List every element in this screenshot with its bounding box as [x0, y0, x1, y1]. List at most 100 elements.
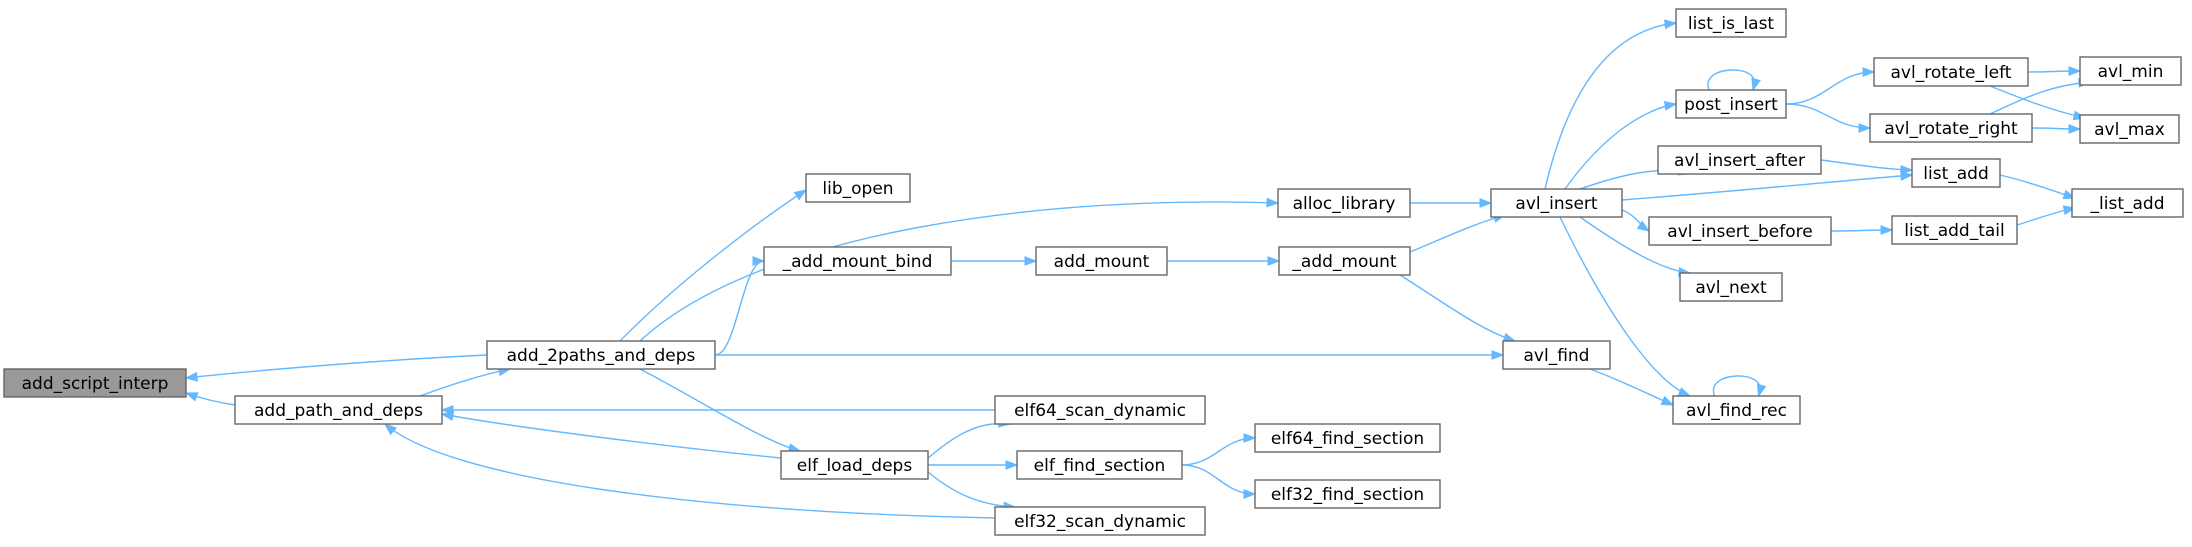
node-list-add[interactable]: _list_add	[2071, 188, 2184, 218]
node-label: add_path_and_deps	[254, 401, 423, 421]
edge-avl-find-to-avl-find-rec-arrowhead	[1660, 395, 1675, 406]
edge-add-path-and-deps-to-add-script-interp-arrowhead	[184, 392, 199, 402]
node-lib-open[interactable]: lib_open	[805, 173, 911, 203]
edge-post-insert-to-avl-rotate-right-arrowhead	[1858, 123, 1872, 133]
node-box	[1911, 158, 2001, 188]
node-add-path-and-deps[interactable]: add_path_and_deps	[234, 395, 443, 425]
node-elf64-scan-dynamic[interactable]: elf64_scan_dynamic	[994, 395, 1206, 425]
edge-avl-rotate-left-to-avl-max	[1989, 85, 2086, 119]
edge-avl-insert-to-list-is-last-arrowhead	[1664, 19, 1678, 30]
node-avl-rotate-right[interactable]: avl_rotate_right	[1869, 113, 2033, 143]
node-elf32-find-section[interactable]: elf32_find_section	[1254, 479, 1441, 509]
node-box	[1035, 246, 1168, 276]
node-label: avl_min	[2098, 62, 2164, 82]
edge-add-2paths-and-deps-to--add-mount-bind	[714, 260, 765, 356]
edge-avl-insert-before-to-list-add-tail-arrowhead	[1880, 225, 1894, 235]
edge-elf-find-section-to-elf64-find-section-arrowhead	[1243, 433, 1257, 443]
node-label: elf_find_section	[1034, 456, 1166, 476]
node-label: avl_insert_after	[1674, 151, 1805, 171]
edge-add-2paths-and-deps-to-alloc-library-arrowhead	[1266, 197, 1280, 208]
node-box	[1873, 57, 2029, 87]
node-label: avl_find	[1524, 346, 1590, 366]
edge-avl-insert-after-to-list-add-arrowhead	[1900, 165, 1914, 175]
node-box	[234, 395, 443, 425]
node-avl-next[interactable]: avl_next	[1679, 272, 1783, 302]
node-label: avl_max	[2094, 120, 2165, 140]
node-box	[1891, 215, 2018, 245]
node-box	[2079, 114, 2180, 144]
node-box	[780, 450, 929, 480]
node-box	[994, 395, 1206, 425]
node-avl-find[interactable]: avl_find	[1502, 340, 1611, 370]
edge-add-2paths-and-deps-to-avl-find-arrowhead	[1491, 350, 1505, 360]
node-label: _add_mount_bind	[782, 252, 933, 272]
node-box	[1502, 340, 1611, 370]
node-list-is-last[interactable]: list_is_last	[1675, 8, 1787, 38]
edge-elf32-scan-dynamic-to-add-path-and-deps	[384, 423, 996, 519]
edge-avl-rotate-right-to-avl-min	[1989, 81, 2091, 115]
node-box	[1675, 8, 1787, 38]
node-label: elf64_scan_dynamic	[1014, 401, 1186, 421]
edge-post-insert-to-post-insert-arrowhead	[1751, 77, 1761, 92]
node-avl-insert-before[interactable]: avl_insert_before	[1648, 216, 1832, 246]
edge-elf32-scan-dynamic-to-add-path-and-deps-arrowhead	[383, 423, 397, 436]
node-box	[486, 340, 716, 370]
edge-elf-load-deps-to-elf64-scan-dynamic	[927, 422, 1011, 459]
node-box	[1254, 479, 1441, 509]
node-label: list_add	[1923, 164, 1988, 184]
node-box	[994, 506, 1206, 536]
node-add-mount[interactable]: _add_mount	[1278, 246, 1411, 276]
node-label: alloc_library	[1293, 194, 1396, 214]
node-elf32-scan-dynamic[interactable]: elf32_scan_dynamic	[994, 506, 1206, 536]
node-label: avl_next	[1695, 278, 1767, 298]
node-label: elf_load_deps	[797, 456, 913, 476]
node-avl-min[interactable]: avl_min	[2079, 56, 2182, 86]
node-label: _add_mount	[1291, 252, 1397, 272]
node-elf-load-deps[interactable]: elf_load_deps	[780, 450, 929, 480]
edge--add-mount-to-avl-find	[1399, 274, 1516, 342]
edge-avl-find-rec-to-avl-find-rec	[1712, 375, 1761, 397]
edge-add-2paths-and-deps-to-lib-open	[619, 189, 807, 342]
edge-elf-load-deps-to-elf32-scan-dynamic	[927, 471, 1016, 508]
node-alloc-library[interactable]: alloc_library	[1277, 188, 1411, 218]
node-avl-insert[interactable]: avl_insert	[1490, 188, 1623, 218]
node-label: post_insert	[1684, 95, 1778, 115]
node-label: avl_rotate_left	[1891, 63, 2012, 83]
edge--add-mount-bind-to-add-mount-arrowhead	[1024, 256, 1038, 266]
node-post-insert[interactable]: post_insert	[1675, 89, 1787, 119]
node-add-2paths-and-deps[interactable]: add_2paths_and_deps	[486, 340, 716, 370]
edge-post-insert-to-avl-rotate-left	[1785, 71, 1875, 105]
node-avl-rotate-left[interactable]: avl_rotate_left	[1873, 57, 2029, 87]
node-box	[1675, 89, 1787, 119]
node-avl-find-rec[interactable]: avl_find_rec	[1672, 395, 1801, 425]
node-avl-max[interactable]: avl_max	[2079, 114, 2180, 144]
edge-avl-insert-to-post-insert	[1564, 103, 1677, 190]
edge-avl-insert-to-avl-find-rec	[1559, 216, 1691, 397]
node-label: avl_find_rec	[1686, 401, 1787, 421]
nodes-layer: add_script_interp add_path_and_deps add_2p…	[3, 8, 2184, 536]
node-box	[1016, 450, 1183, 480]
node-box	[1672, 395, 1801, 425]
node-avl-insert-after[interactable]: avl_insert_after	[1657, 145, 1822, 175]
node-box	[2071, 188, 2184, 218]
node-elf64-find-section[interactable]: elf64_find_section	[1254, 423, 1441, 453]
node-elf-find-section[interactable]: elf_find_section	[1016, 450, 1183, 480]
node-add-mount[interactable]: add_mount	[1035, 246, 1168, 276]
node-box	[2079, 56, 2182, 86]
edge-post-insert-to-avl-rotate-right	[1785, 103, 1871, 129]
node-box	[1679, 272, 1783, 302]
node-list-add[interactable]: list_add	[1911, 158, 2001, 188]
edge-avl-rotate-left-to-avl-min-arrowhead	[2068, 66, 2082, 76]
edge-add-2paths-and-deps-to-add-script-interp-arrowhead	[184, 371, 198, 382]
edge-avl-insert-after-to-list-add	[1820, 159, 1913, 171]
node-box	[1648, 216, 1832, 246]
node-list-add-tail[interactable]: list_add_tail	[1891, 215, 2018, 245]
edge-add-path-and-deps-to-add-2paths-and-deps	[419, 368, 511, 397]
node-add-script-interp[interactable]: add_script_interp	[3, 368, 187, 398]
node-box	[1657, 145, 1822, 175]
node-label: add_mount	[1054, 252, 1150, 272]
edge-alloc-library-to-avl-insert-arrowhead	[1479, 198, 1493, 208]
node-add-mount-bind[interactable]: _add_mount_bind	[763, 246, 952, 276]
edge-avl-insert-to-avl-find-rec-arrowhead	[1677, 387, 1692, 397]
